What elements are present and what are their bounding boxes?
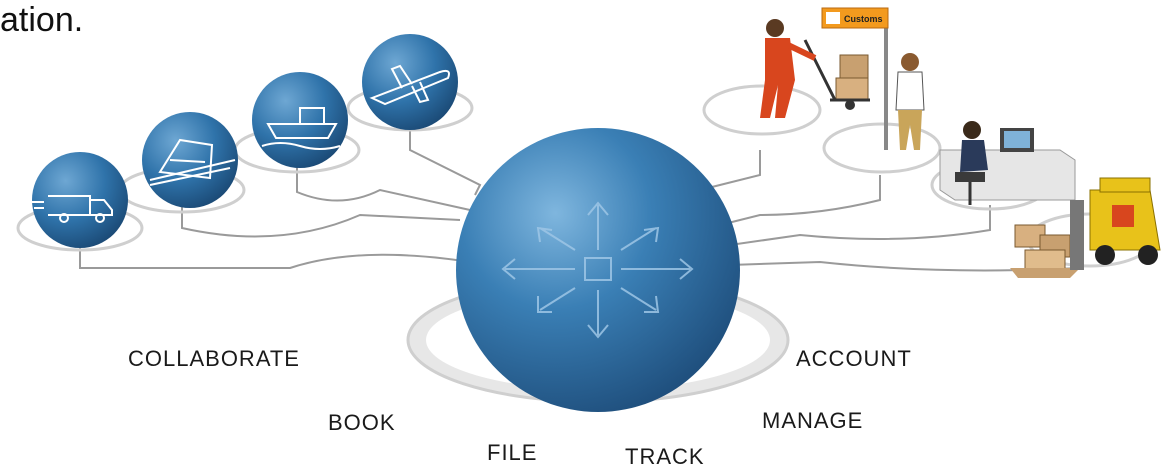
truck-icon [30, 152, 128, 248]
label-book: BOOK [328, 410, 396, 435]
hub-sphere [456, 128, 740, 412]
arrows-all-directions-icon [501, 201, 694, 339]
office-worker-desk-illustration [939, 121, 1076, 205]
label-track: TRACK [625, 444, 705, 469]
customs-officer-illustration: Customs [821, 7, 925, 150]
train-icon [142, 112, 238, 208]
ship-icon [252, 72, 348, 168]
label-file: FILE [487, 440, 538, 465]
airplane-icon [362, 34, 458, 130]
customs-sign-text: Customs [844, 14, 883, 24]
worker-hand-truck-illustration [760, 19, 870, 118]
forklift-boxes-illustration [1010, 177, 1161, 278]
caption-text: ation. [0, 1, 84, 39]
left-connectors [79, 118, 482, 269]
label-manage: MANAGE [762, 408, 864, 433]
label-account: ACCOUNT [796, 346, 912, 371]
label-collaborate: COLLABORATE [128, 346, 300, 371]
